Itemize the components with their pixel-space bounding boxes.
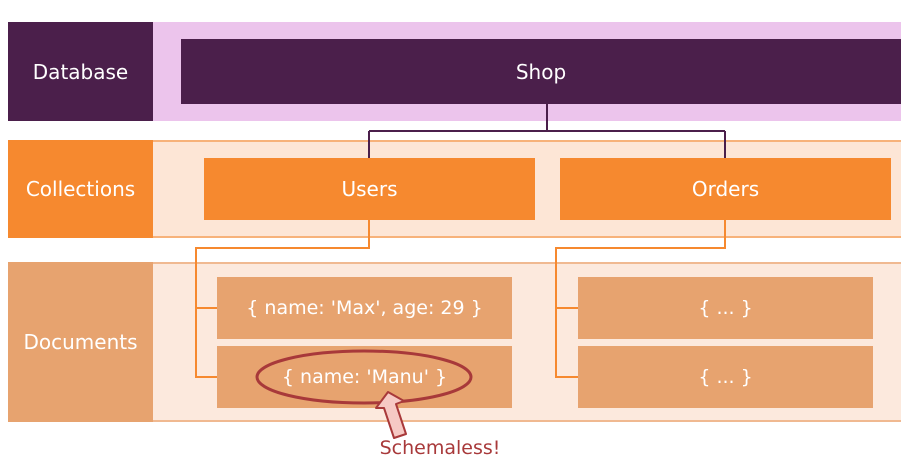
database-row-label: Database (8, 22, 153, 121)
orders-document-2: { ... } (578, 346, 873, 408)
collections-row-label: Collections (8, 140, 153, 238)
collection-users-box: Users (204, 158, 535, 220)
documents-row-label: Documents (8, 262, 153, 422)
schemaless-annotation: Schemaless! (379, 437, 501, 459)
users-document-max: { name: 'Max', age: 29 } (217, 277, 512, 339)
users-document-manu: { name: 'Manu' } (217, 346, 512, 408)
collection-orders-box: Orders (560, 158, 891, 220)
database-shop-box: Shop (181, 39, 901, 104)
orders-document-1: { ... } (578, 277, 873, 339)
